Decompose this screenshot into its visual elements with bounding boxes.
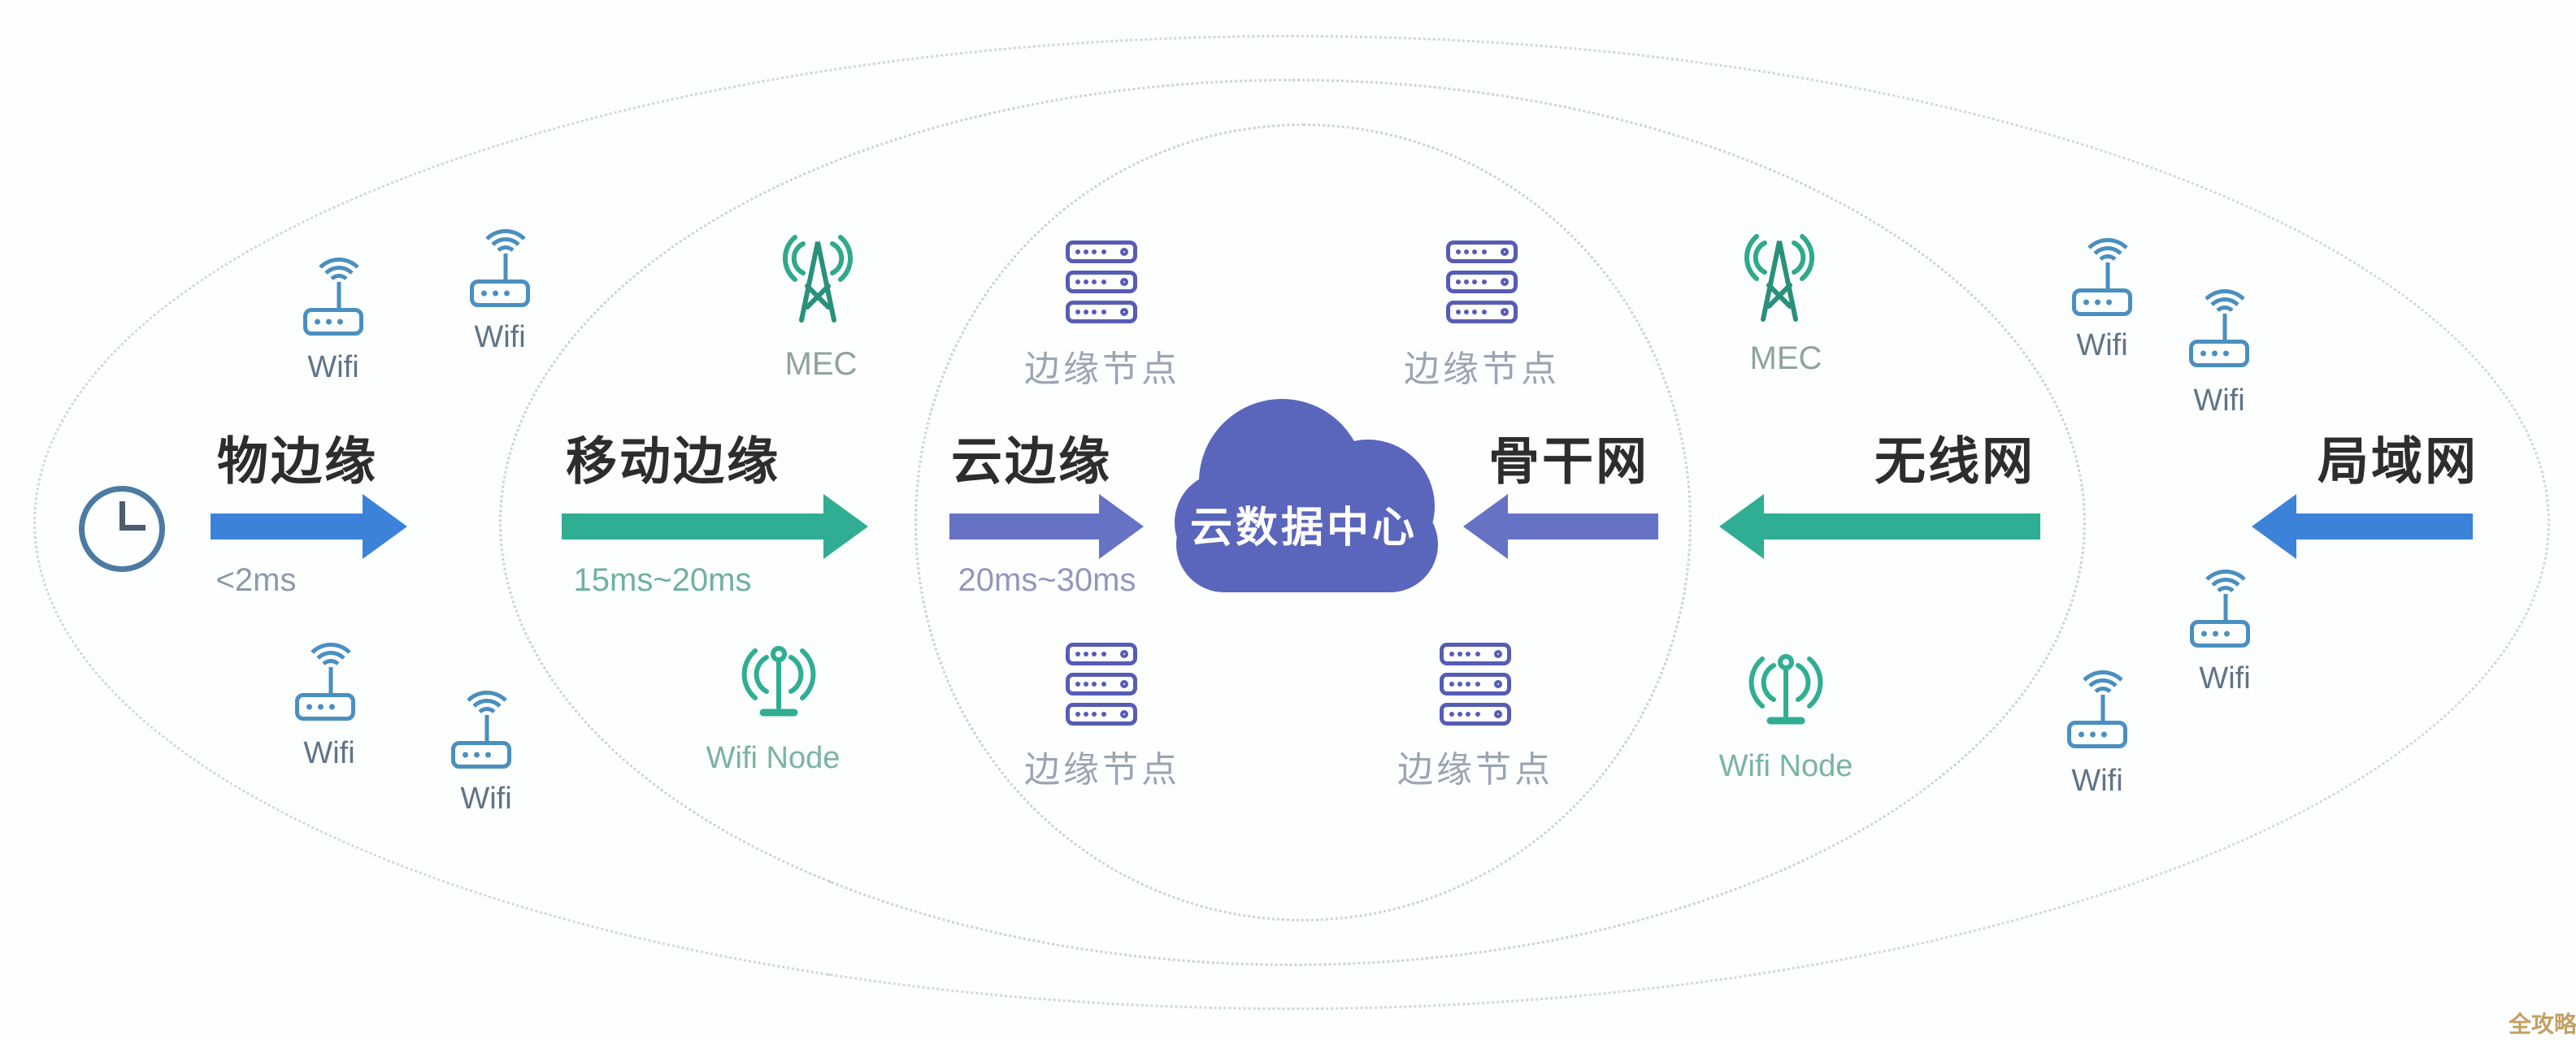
middle-ring-ellipse [499,79,2086,966]
stage-title-thing-edge: 物边缘 [217,433,378,491]
arrow-lan [2252,494,2473,559]
inner-ring-ellipse [914,124,1692,921]
edge-node-label: 边缘节点 [1024,349,1180,389]
wifi-label: Wifi [460,782,512,816]
stage-title-mobile-edge: 移动边缘 [566,433,780,491]
watermark: 全攻略 [2508,1012,2576,1037]
wifi-router-icon [466,229,534,307]
stage-title-wireless: 无线网 [1874,433,2035,491]
edge-node-label: 边缘节点 [1024,750,1180,790]
wifi-router-icon [2185,289,2253,367]
arrow-cloud-edge [949,494,1144,559]
outer-ring-ellipse [33,35,2550,1010]
server-stack-icon [1066,643,1137,726]
wifi-label: Wifi [2193,384,2245,418]
mec-tower-icon [782,235,854,323]
wifi-router-icon [299,258,367,336]
edge-node-label: 边缘节点 [1397,750,1553,790]
server-stack-icon [1446,240,1518,323]
latency-cloud-edge: 20ms~30ms [958,562,1136,598]
latency-thing-edge: <2ms [215,562,297,598]
wifi-label: Wifi [307,350,359,384]
latency-mobile-edge: 15ms~20ms [573,562,752,598]
wifi-node-icon [741,646,816,717]
mec-label: MEC [784,346,858,382]
stage-title-lan: 局域网 [2318,433,2478,491]
cloud-shape [1175,399,1438,592]
arrow-thing-edge [211,494,407,559]
wifi-router-icon [291,643,359,721]
edge-node-label: 边缘节点 [1404,349,1560,389]
arrow-mobile-edge [562,494,868,559]
stage-title-backbone: 骨干网 [1488,433,1649,491]
wifi-router-icon [447,691,515,769]
server-stack-icon [1066,240,1137,323]
arrow-wireless [1719,494,2040,559]
wifi-label: Wifi [303,736,355,770]
wifi-label: Wifi [2076,328,2128,362]
clock-icon [79,486,165,572]
wifi-label: Wifi [2199,661,2251,696]
wifi-router-icon [2063,670,2131,748]
wifi-router-icon [2068,238,2136,316]
server-stack-icon [1440,643,1511,726]
mec-tower-icon [1744,234,1815,322]
mec-label: MEC [1749,340,1822,376]
wifi-label: Wifi [2071,764,2123,798]
wifi-node-label: Wifi Node [706,741,841,775]
cloud-data-center-label: 云数据中心 [1189,505,1418,552]
wifi-label: Wifi [474,320,526,354]
stage-title-cloud-edge: 云边缘 [951,433,1112,491]
wifi-router-icon [2186,570,2254,648]
wifi-node-label: Wifi Node [1718,749,1853,783]
wifi-node-icon [1748,654,1823,725]
arrow-backbone [1463,494,1658,559]
